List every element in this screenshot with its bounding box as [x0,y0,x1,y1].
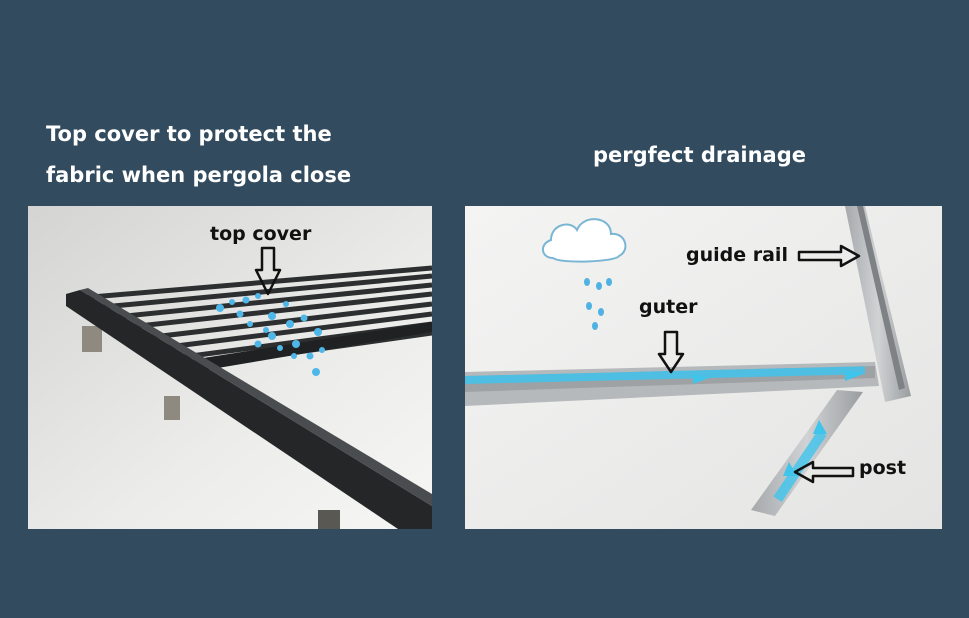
support-bracket [82,326,102,352]
drainage-photo: guide rail guter post [465,206,942,529]
guide-rail-arrow-icon [797,244,861,268]
left-heading-line-1: Top cover to protect the [46,122,332,146]
drainage-illustration [465,206,942,529]
gutter-label: guter [639,296,698,318]
top-cover-bar [178,322,432,372]
water-droplets [216,293,325,376]
support-bracket [318,510,340,529]
gutter-arrow-icon [657,330,685,374]
left-heading-line-2: fabric when pergola close [46,163,352,187]
rain-cloud-icon [542,218,627,330]
guide-rail-label: guide rail [686,244,788,266]
water-flow [465,366,866,384]
top-cover-arrow-icon [254,246,282,296]
post-arrow-icon [793,460,855,484]
left-heading: Top cover to protect the fabric when per… [46,114,351,196]
water-flow-post [773,430,827,502]
top-cover-photo: top cover [28,206,432,529]
frame-beam [66,290,432,529]
top-cover-label: top cover [210,223,312,245]
right-heading: pergfect drainage [593,143,806,167]
louvre-roof-illustration [28,206,432,529]
post-label: post [859,457,907,479]
support-bracket [164,396,180,420]
